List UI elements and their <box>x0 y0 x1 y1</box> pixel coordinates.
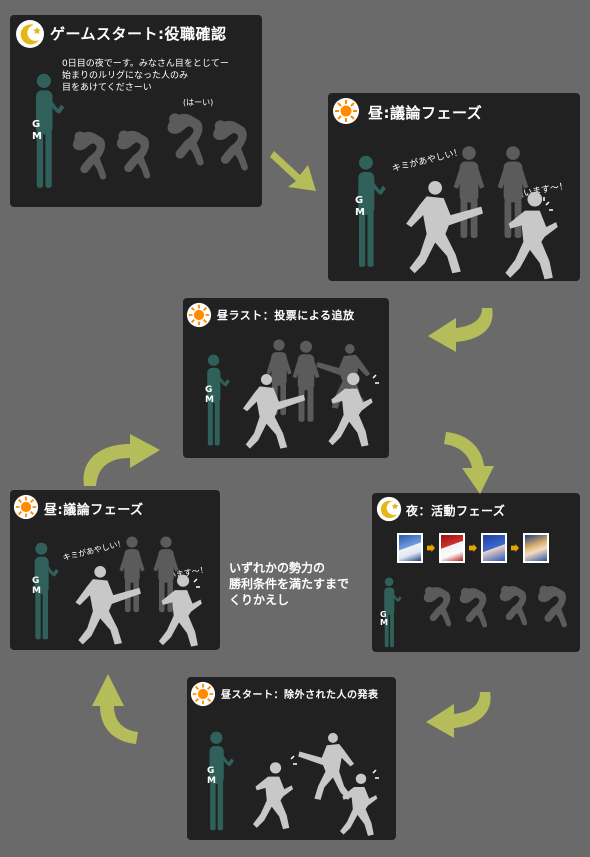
caption-line-2: 勝利条件を満たすまで <box>229 577 350 591</box>
flow-arrow-1 <box>270 151 316 191</box>
scene-figures: GM <box>355 146 558 280</box>
sun-icon <box>332 97 360 129</box>
scene-figures: GM <box>380 577 567 648</box>
narration-line-2: 始まりのルリグになった人のみ <box>62 71 189 81</box>
narration-line-1: 0日目の夜でーす。みなさん目をとじてー <box>62 59 229 69</box>
arrow-right-icon <box>427 544 435 552</box>
panel-title: ゲームスタート:役職確認 <box>50 25 227 43</box>
flow-arrow-6 <box>83 434 160 486</box>
moon-icon <box>15 19 45 53</box>
arrow-right-icon <box>511 544 519 552</box>
svg-text:G: G <box>355 195 363 206</box>
svg-text:M: M <box>205 395 214 405</box>
flow-arrow-4 <box>426 692 491 738</box>
arrow-right-icon <box>469 544 477 552</box>
panel-title: 昼:議論フェーズ <box>44 503 144 518</box>
narration-line-3: 目をあけてくださーい <box>62 83 152 93</box>
caption-line-3: くりかえし <box>229 593 290 607</box>
svg-text:M: M <box>380 618 388 627</box>
sun-icon <box>190 681 216 711</box>
character-portrait-3 <box>481 533 507 563</box>
character-portrait-1 <box>397 533 423 563</box>
panel-title: 昼:議論フェーズ <box>368 104 483 122</box>
svg-text:M: M <box>32 586 41 596</box>
caption-line-1: いずれかの勢力の <box>229 561 326 575</box>
character-portrait-4 <box>523 533 549 563</box>
gm-figure <box>27 73 67 191</box>
panel-title: 夜：活動フェーズ <box>406 504 506 518</box>
svg-text:M: M <box>207 776 216 786</box>
loop-caption: いずれかの勢力の 勝利条件を満たすまで くりかえし <box>229 560 379 608</box>
moon-icon <box>376 496 402 526</box>
svg-text:M: M <box>355 207 365 218</box>
svg-text:G: G <box>32 119 40 130</box>
scene-figures: GM <box>32 73 248 188</box>
flow-arrow-3 <box>444 432 494 494</box>
character-portrait-2 <box>439 533 465 563</box>
scene-figures: GM <box>32 536 202 647</box>
reply-bubble: (はーい) <box>183 98 214 107</box>
scene-figures: GM <box>205 339 379 449</box>
flow-arrow-2 <box>428 308 493 352</box>
sun-icon <box>186 302 212 332</box>
flow-arrow-5 <box>92 674 138 744</box>
sun-icon <box>13 494 39 524</box>
svg-text:G: G <box>380 610 387 619</box>
scene-figures: GM <box>207 731 379 836</box>
svg-text:G: G <box>207 766 214 776</box>
svg-text:G: G <box>32 576 39 586</box>
panel-title: 昼ラスト：投票による追放 <box>217 309 355 322</box>
svg-text:M: M <box>32 131 42 142</box>
svg-text:G: G <box>205 385 212 395</box>
panel-title: 昼スタート：除外された人の発表 <box>221 690 379 701</box>
panel-game-start: ゲームスタート:役職確認 0日目の夜でーす。みなさん目をとじてー 始まりのルリグ… <box>10 15 262 207</box>
